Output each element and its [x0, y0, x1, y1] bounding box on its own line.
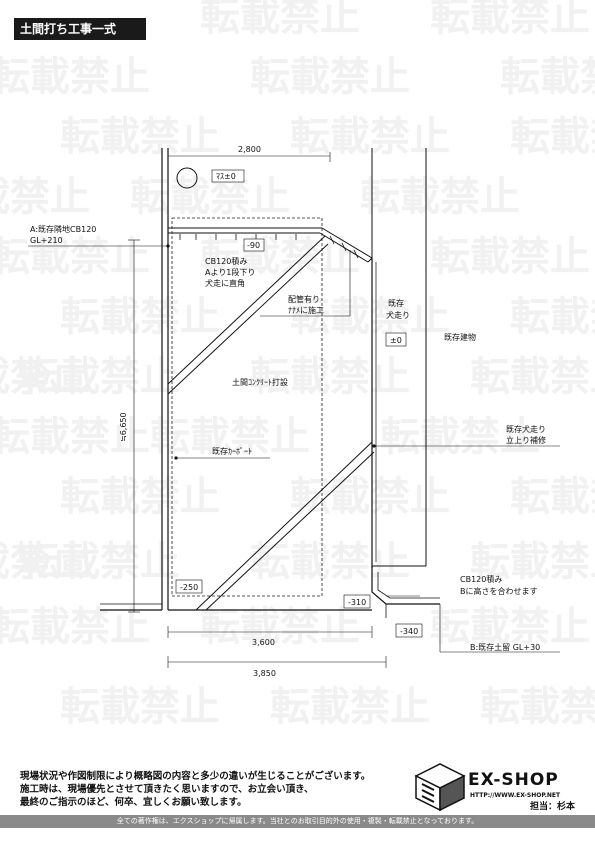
walkway-rise-label-2: 立上り補修 [506, 435, 546, 445]
watermark-text: 転載禁止 [150, 414, 310, 460]
pipes-label-1: 配管有り [288, 294, 320, 304]
dimension-bottom-inner: 3,600 [167, 626, 373, 647]
leader-dot [372, 444, 376, 448]
pm0-label: ±0 [390, 336, 402, 345]
walkway-label-1: 既存 [388, 298, 404, 308]
dimension-bottom-outer: 3,850 [167, 656, 387, 678]
manhole-circle [176, 167, 198, 189]
minus340-box [395, 623, 423, 638]
watermark-text: 転載禁止 [0, 234, 150, 280]
cb-match-label-1: CB120積み [460, 574, 502, 584]
dimension-bottom-inner-label: 3,600 [252, 638, 275, 647]
footer-note-line: 現場状況や作図制限により概略図の内容と多少の違いが生じることがございます。 [20, 771, 371, 782]
dimension-top-label: 2,800 [238, 145, 261, 154]
watermark-text: 転載禁止 [430, 0, 590, 40]
watermark-text: 転載禁止 [250, 354, 410, 400]
watermark-text: 転載禁止 [0, 539, 90, 585]
brand-url: HTTP://WWW.EX-SHOP.NET [470, 792, 561, 799]
concrete-slab-outline [171, 217, 323, 597]
watermark-text: 転載禁止 [510, 294, 595, 340]
watermark-text: 転載禁止 [0, 414, 150, 460]
watermark-text: 転載禁止 [290, 294, 450, 340]
watermark-text: 転載禁止 [200, 604, 360, 650]
watermark-text: 転載禁止 [200, 234, 360, 280]
neighbor-cb-label: A:既存隣地CB120 [30, 224, 96, 234]
watermark-text: 転載禁止 [380, 414, 540, 460]
brand-name: EX-SHOP [468, 770, 559, 790]
minus310-box [343, 594, 371, 609]
footer-notes: 現場状況や作図制限により概略図の内容と多少の違いが生じることがございます。 施工… [20, 770, 400, 809]
footer-note-line: 施工時は、現場優先とさせて頂きたく思いますので、お立会い頂き、 [20, 784, 314, 795]
minus340-label: -340 [400, 627, 418, 636]
watermark-text: 転載禁止 [290, 474, 450, 520]
leader-dot [174, 456, 178, 460]
leader-dot [166, 244, 170, 248]
retaining-wall-label: B:既存土留 GL+30 [470, 642, 540, 652]
watermark-text: 転載禁止 [270, 684, 430, 730]
concrete-label: 土間ｺﾝｸﾘｰﾄ打設 [232, 377, 288, 387]
existing-walkway-edge [371, 148, 440, 605]
carport-label: 既存ｶｰﾎﾟｰﾄ [212, 446, 252, 456]
masu-box [211, 169, 245, 183]
cb-build-label-2: Aより1段下り [205, 267, 255, 277]
dimension-left-label: ≒6,650 [119, 412, 128, 442]
watermark-text: 転載禁止 [20, 354, 180, 400]
watermark-text: 転載禁止 [430, 604, 590, 650]
watermark-text: 転載禁止 [360, 174, 520, 220]
cb-match-label-2: Bに高さを合わせます [460, 586, 538, 596]
neighbor-gl-label: GL+210 [30, 236, 63, 245]
minus250-label: -250 [180, 583, 198, 592]
staff-label: 担当：杉本 [530, 802, 576, 812]
dimension-bottom-outer-label: 3,850 [253, 669, 276, 678]
watermark-text: 転載禁止 [470, 539, 595, 585]
watermark-text: 転載禁止 [510, 114, 595, 160]
watermark-text: 転載禁止 [480, 684, 595, 730]
dimension-top: 2,800 [167, 145, 331, 162]
cb-hatch-ticks [179, 234, 359, 259]
watermark-text: 転載禁止 [60, 114, 220, 160]
cb-build-label-3: 犬走に直角 [205, 278, 245, 288]
footer-note-line: 最終のご指示のほど、何卒、宜しくお願い致します。 [20, 797, 247, 808]
pm0-box [385, 332, 407, 347]
left-boundary-wall [100, 148, 169, 611]
watermark-text: 転載禁止 [500, 54, 595, 100]
watermark-text: 転載禁止 [0, 174, 90, 220]
dimension-left: ≒6,650 [119, 239, 140, 613]
watermark-text: 転載禁止 [430, 234, 590, 280]
watermark-text: 転載禁止 [60, 474, 220, 520]
minus310-label: -310 [348, 598, 366, 607]
page-title: 土間打ち工事一式 [14, 18, 146, 40]
diagonal-pipes [167, 235, 375, 611]
watermark-text: 転載禁止 [470, 354, 595, 400]
watermark-text: 転載禁止 [250, 539, 410, 585]
minus90-box [243, 238, 265, 252]
watermark-text: 転載禁止 [290, 114, 450, 160]
watermark-text: 転載禁止 [60, 294, 220, 340]
minus90-label: -90 [247, 241, 260, 250]
watermark-text: 転載禁止 [200, 0, 360, 40]
masu-label: ﾏｽ±0 [216, 172, 236, 181]
watermark-text: 転載禁止 [0, 54, 150, 100]
existing-building-label: 既存建物 [444, 332, 476, 342]
watermark-text: 転載禁止 [20, 539, 180, 585]
leader-lines [28, 245, 560, 653]
watermark-layer: 転載禁止 転載禁止 転載禁止 転載禁止 転載禁止 転載禁止 転載禁止 転載禁止 … [0, 0, 595, 730]
walkway-rise-label-1: 既存犬走り [506, 424, 546, 434]
pipes-label-2: ﾅﾅﾒに施工 [288, 305, 324, 315]
walkway-label-2: 犬走り [386, 310, 410, 320]
ex-shop-logo-icon [414, 763, 466, 812]
watermark-text: 転載禁止 [130, 174, 290, 220]
watermark-text: 転載禁止 [510, 474, 595, 520]
watermark-text: 転載禁止 [0, 604, 150, 650]
minus250-box [175, 579, 203, 594]
cb-build-label-1: CB120積み [205, 256, 247, 266]
copyright-bar: 全ての著作権は、エクスショップに帰属します。当社とのお取引目的外の使用・複製・転… [0, 815, 595, 828]
watermark-text: 転載禁止 [0, 354, 90, 400]
watermark-text: 転載禁止 [60, 684, 220, 730]
watermark-text: 転載禁止 [250, 54, 410, 100]
